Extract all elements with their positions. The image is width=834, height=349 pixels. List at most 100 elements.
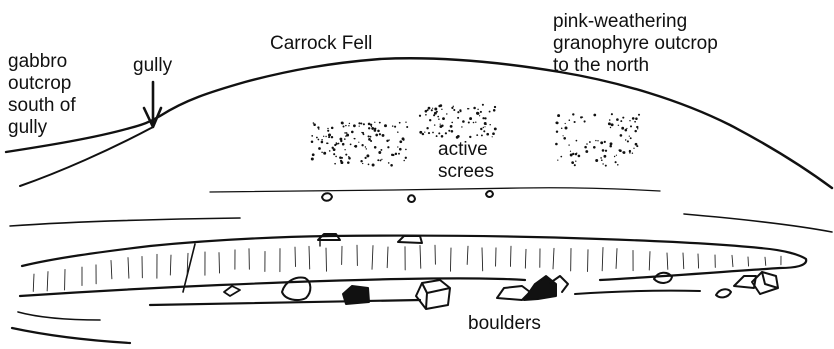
scree-dot <box>321 141 324 144</box>
scree-dot <box>473 122 475 124</box>
scree-dot <box>370 136 372 138</box>
scree-dot <box>338 143 340 145</box>
scree-dot <box>610 142 613 145</box>
scree-dot <box>378 151 381 154</box>
foreground-line-right <box>575 291 700 294</box>
scree-dot <box>450 125 453 128</box>
scree-dot <box>457 117 459 119</box>
scree-dot <box>574 164 576 166</box>
scree-dot <box>469 117 472 120</box>
scree-dot <box>440 104 443 107</box>
scree-dot <box>403 160 405 162</box>
scree-dot <box>572 162 574 164</box>
scree-dot <box>381 159 382 160</box>
scree-dot <box>555 143 558 146</box>
lower-left-curve-2 <box>18 312 100 320</box>
scree-dot <box>445 132 447 134</box>
gully-text: gully <box>133 55 172 77</box>
scree-dot <box>595 159 598 162</box>
scree-block-3 <box>486 191 493 197</box>
scree-dot <box>483 130 485 132</box>
boulder-11 <box>224 286 240 296</box>
scree-dot <box>426 127 428 129</box>
scree-dot <box>438 118 440 120</box>
scree-dot <box>602 163 603 164</box>
scree-dot <box>483 127 484 128</box>
scree-dot <box>634 130 636 132</box>
scree-dot <box>493 109 496 112</box>
scree-dot <box>336 142 337 143</box>
scree-dot <box>354 146 355 147</box>
scree-dot <box>327 130 329 132</box>
scree-dot <box>475 122 476 123</box>
active-screes-label: active screes <box>438 139 494 183</box>
scree-dot <box>609 145 612 148</box>
scree-dot <box>625 129 628 132</box>
scree-dot <box>467 108 469 110</box>
scree-dot <box>440 124 441 125</box>
hatch-stroke <box>602 247 603 270</box>
hatch-stroke <box>649 252 650 270</box>
scree-dot <box>636 145 638 147</box>
scree-dot <box>457 111 459 113</box>
scree-dot <box>484 122 487 125</box>
scree-dot <box>390 164 393 167</box>
scree-dot <box>568 144 569 145</box>
scree-dot <box>348 156 350 158</box>
scree-dot <box>494 127 497 130</box>
hatch-stroke <box>111 260 112 278</box>
scree-dot <box>363 123 365 125</box>
scree-dot <box>622 117 624 119</box>
scree-dot <box>422 133 424 135</box>
scree-dot <box>481 134 483 136</box>
scree-dot <box>384 124 387 127</box>
scree-dot <box>346 134 349 137</box>
scree-dot <box>334 163 336 165</box>
scree-dot <box>371 127 374 130</box>
scree-dot <box>603 155 606 158</box>
scree-dot <box>441 125 443 127</box>
hill-skyline <box>6 58 832 188</box>
scree-dot <box>346 132 348 134</box>
scree-dot <box>438 132 440 134</box>
scree-dot <box>611 113 613 115</box>
scree-foot-line <box>210 188 660 192</box>
hatch-stroke <box>482 248 483 271</box>
scree-dot <box>380 159 382 161</box>
hatch-stroke <box>667 253 668 269</box>
scree-dot <box>398 153 400 155</box>
hatch-stroke <box>732 255 733 266</box>
boulder-3 <box>416 280 450 309</box>
scree-dot <box>311 135 313 137</box>
scree-dot <box>374 146 377 149</box>
scree-dot <box>621 127 624 130</box>
scree-dot <box>313 123 316 126</box>
scree-dot <box>580 116 582 118</box>
scree-dot <box>625 139 626 140</box>
scree-dot <box>482 104 484 106</box>
scree-dot <box>584 120 586 122</box>
scree-dot <box>441 109 442 110</box>
scree-dot <box>358 122 360 124</box>
scree-dot <box>362 132 364 134</box>
scree-dot <box>377 130 380 133</box>
hatch-stroke <box>47 272 48 291</box>
scree-dot <box>562 135 563 136</box>
scree-dot <box>494 106 496 108</box>
hatch-stroke <box>525 249 526 268</box>
ground-line-left <box>10 218 240 226</box>
scree-dot <box>344 149 345 150</box>
hatch-stroke <box>698 254 699 268</box>
scree-dot <box>340 161 343 164</box>
scree-dot <box>556 130 558 132</box>
scree-dot <box>477 109 478 110</box>
scree-dot <box>364 157 366 159</box>
scree-dot <box>344 132 346 134</box>
hatch-stroke <box>170 255 171 275</box>
gabbro-line-3: south of <box>8 95 76 117</box>
scree-dot <box>425 114 427 116</box>
scree-dot <box>343 126 345 128</box>
scree-dot <box>329 150 331 152</box>
scree-dot <box>601 159 603 161</box>
scree-dot <box>618 125 619 126</box>
